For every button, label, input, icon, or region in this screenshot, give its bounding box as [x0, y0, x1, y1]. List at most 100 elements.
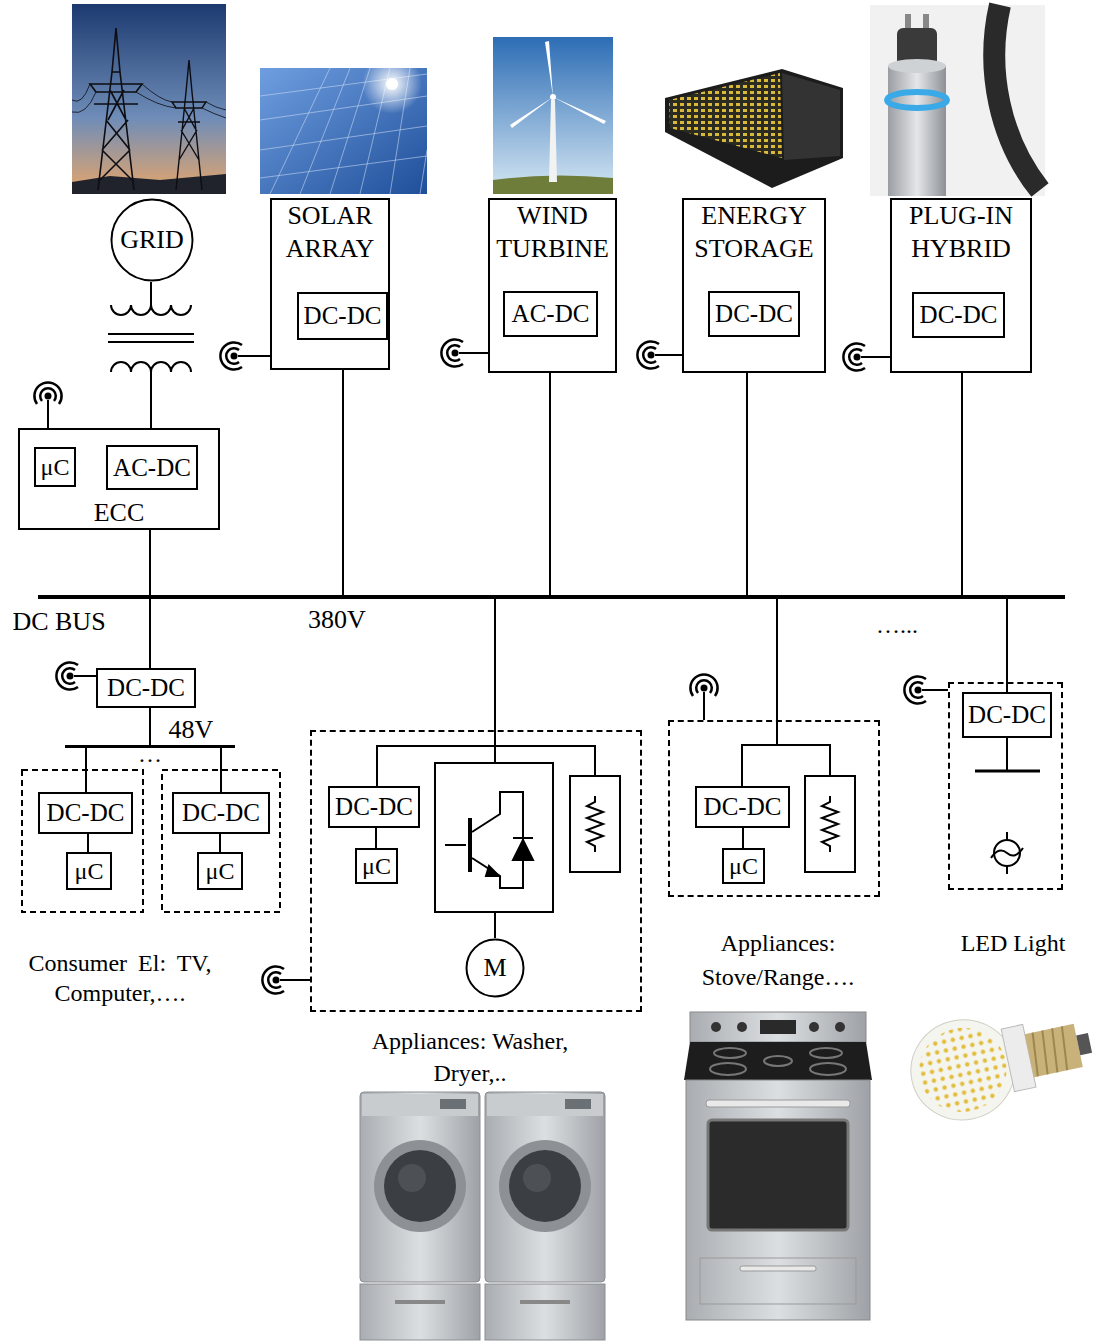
bus-wire	[87, 834, 89, 852]
stove-photo	[714, 1048, 746, 1058]
igbt-symbol	[486, 866, 499, 876]
microcontroller-box: μC	[66, 852, 112, 890]
resistor-symbol	[570, 776, 620, 872]
bus-wire	[220, 748, 222, 792]
wireless-icon	[690, 674, 717, 720]
charging-plug-photo	[887, 92, 947, 108]
box-label: DC-DC	[40, 798, 131, 828]
source-box: DC-DCSOLAR ARRAY	[270, 198, 390, 370]
source-box: AC-DC WIND TURBINE	[488, 198, 617, 373]
resistor-symbol	[805, 776, 855, 872]
wireless-icon	[854, 354, 861, 361]
device-enclosure	[162, 770, 280, 912]
box-label: DC-DC	[710, 299, 798, 329]
stove-photo	[740, 1266, 816, 1271]
box-label: DC-DC	[98, 673, 194, 703]
box-label: DC-DC	[697, 792, 788, 822]
microcontroller-box: μC	[355, 848, 398, 884]
box-label: μC	[199, 857, 241, 886]
transformer-symbol	[111, 362, 191, 372]
battery-rack-photo	[669, 73, 782, 158]
bus-wire	[342, 370, 344, 595]
resistor-symbol	[805, 776, 855, 872]
wind-turbine-photo	[553, 97, 606, 124]
wind-turbine-photo	[549, 100, 557, 182]
wireless-icon	[861, 356, 890, 358]
stove-photo	[700, 1258, 856, 1304]
converter-box: DC-DC	[695, 786, 790, 828]
converter-box: DC-DC	[172, 792, 270, 834]
wireless-icon	[56, 662, 96, 689]
lamp-symbol	[1006, 866, 1008, 874]
battery-rack-photo	[665, 69, 843, 188]
washer-dryer-photo	[384, 1150, 456, 1222]
washer-dryer-photo	[523, 1164, 551, 1192]
transformer-symbol	[104, 287, 200, 393]
solar-panel-photo	[362, 54, 422, 114]
connector-group	[86, 282, 1007, 852]
wireless-icon	[62, 668, 75, 684]
stove-photo	[737, 1022, 747, 1032]
led-bulb-photo	[911, 1020, 1015, 1120]
wireless-icon	[648, 352, 655, 359]
stove-photo	[760, 1020, 796, 1034]
box-label: Appliances: Washer, Dryer,..	[350, 1025, 590, 1089]
wireless-icon	[238, 355, 270, 357]
bus-wire	[149, 599, 151, 668]
dc-bus-bar: DC BUS380V	[38, 595, 1065, 599]
box-label: DC-DC	[964, 700, 1050, 730]
appliance-group: DC-DCμCMAppliances: Washer, Dryer,..	[310, 730, 642, 1012]
bus-wire	[746, 373, 748, 595]
stove-photo	[686, 1080, 870, 1320]
washer-dryer-photo	[499, 1140, 591, 1232]
box-label: AC-DC	[505, 299, 596, 329]
wireless-icon	[262, 966, 310, 993]
box-label: 380V	[297, 605, 377, 635]
wireless-icon	[268, 972, 281, 988]
washer-dryer-photo	[520, 1300, 570, 1304]
microcontroller-box: μC	[722, 848, 765, 884]
wireless-icon	[280, 979, 310, 981]
stove-photo	[708, 1120, 848, 1230]
box-label: GRID	[110, 224, 194, 255]
wireless-icon	[447, 345, 460, 361]
power-line-photo	[72, 84, 226, 118]
box-label: μC	[357, 852, 396, 881]
stove-photo	[835, 1022, 845, 1032]
bus-wire	[219, 834, 221, 852]
wind-turbine-photo	[545, 41, 553, 97]
power-line-photo	[172, 60, 206, 190]
device-enclosure	[22, 770, 143, 912]
annotation-label: …...	[852, 610, 942, 640]
box-label: AC-DC	[108, 453, 196, 483]
box-label: DC-DC	[914, 300, 1003, 330]
wireless-icon	[915, 687, 922, 694]
box-label: SOLAR ARRAY	[270, 199, 390, 265]
box-label: μC	[68, 857, 110, 886]
bus-wire	[961, 373, 963, 595]
washer-dryer-photo	[440, 1099, 466, 1109]
stove-photo	[690, 1012, 866, 1042]
wire	[495, 738, 1007, 938]
transformer-symbol	[108, 287, 194, 393]
washer-dryer-photo	[485, 1284, 605, 1340]
igbt-symbol	[513, 840, 533, 860]
lamp-symbol	[975, 770, 1040, 773]
transformer-symbol	[150, 287, 152, 305]
washer-dryer-photo	[360, 1284, 480, 1340]
power-line-photo	[72, 4, 226, 194]
vehicle-box: DC-DCPLUG-IN HYBRID	[890, 198, 1032, 373]
control-center-box: μCAC-DCECC	[18, 428, 220, 530]
charging-plug-photo	[870, 5, 1045, 196]
wireless-icon	[696, 680, 712, 693]
stove-photo	[710, 1048, 846, 1075]
box-label: WIND TURBINE	[488, 199, 617, 265]
box-label: DC-DC	[174, 798, 268, 828]
bus-wire	[1006, 599, 1008, 692]
box-label: ENERGY STORAGE	[682, 199, 826, 265]
led-bulb-photo	[1025, 1024, 1083, 1077]
microcontroller-box: μC	[197, 852, 243, 890]
lamp-symbol	[1006, 832, 1008, 840]
wireless-icon	[34, 382, 61, 428]
bus-wire	[149, 708, 151, 745]
